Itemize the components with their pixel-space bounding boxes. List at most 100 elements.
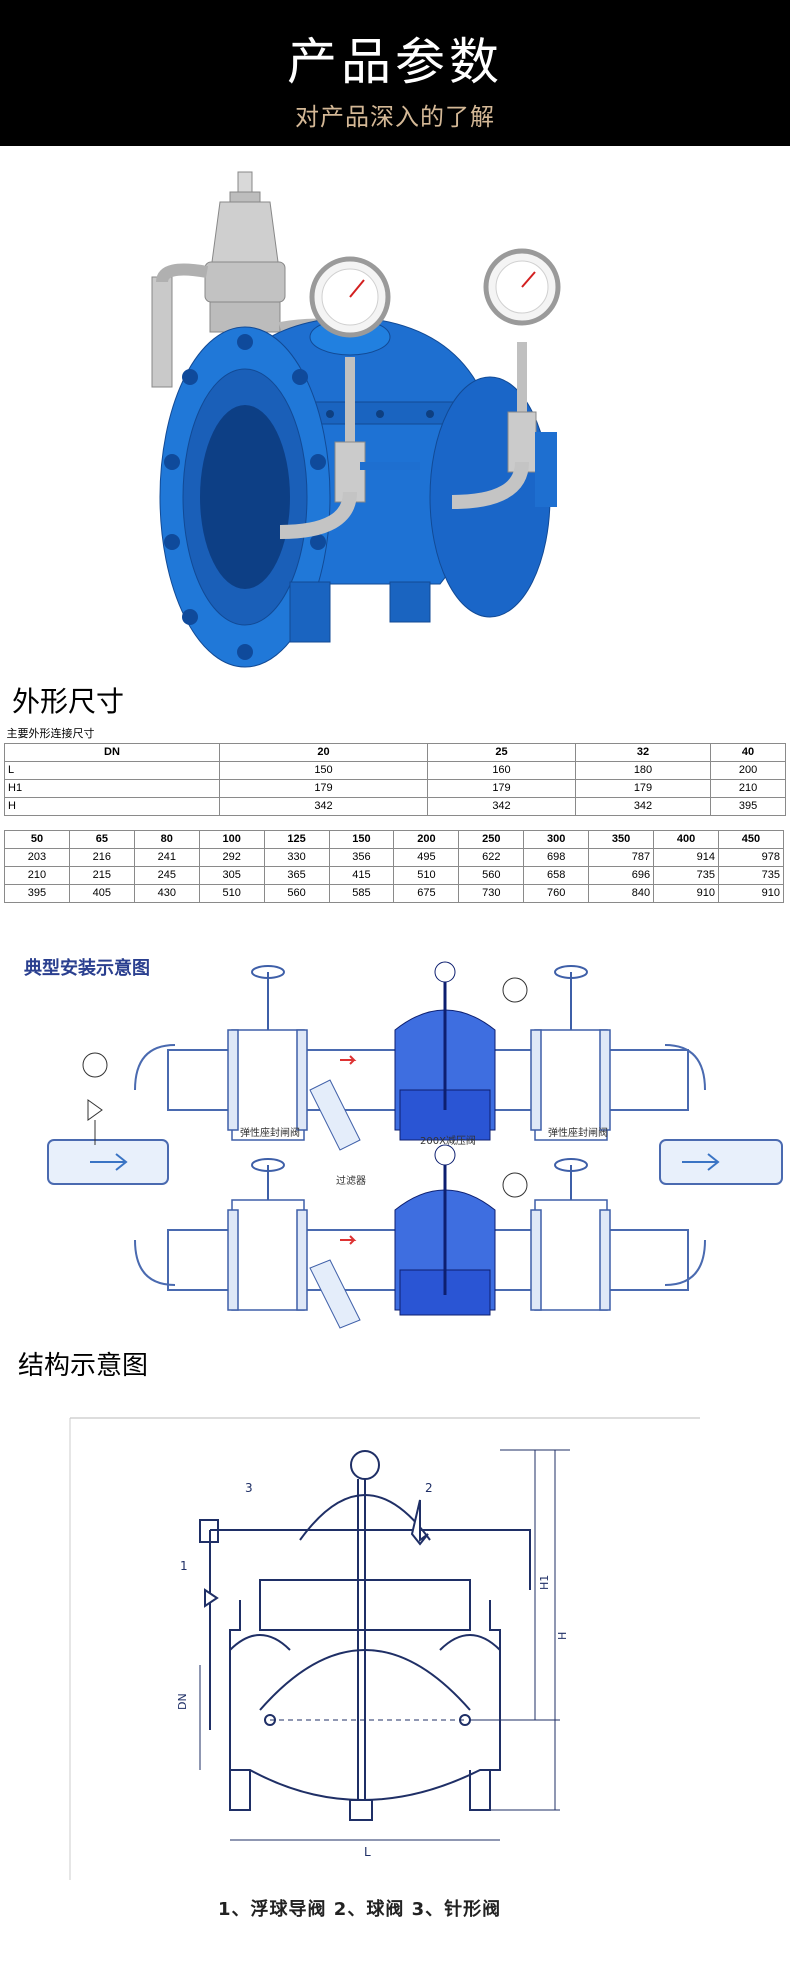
table-cell: 840 <box>588 884 655 903</box>
table-row: L 150 160 180 200 <box>4 761 787 780</box>
table-cell: 735 <box>653 866 719 885</box>
table-cell: 510 <box>393 866 460 885</box>
table-cell: 150 <box>219 761 428 780</box>
header-cell: 150 <box>328 830 395 849</box>
table-cell: 292 <box>198 848 265 867</box>
header-cell: 32 <box>575 743 711 762</box>
dim-dn: DN <box>176 1693 189 1710</box>
table-cell: 415 <box>328 866 395 885</box>
table-row: 203 216 241 292 330 356 495 622 698 787 … <box>4 848 785 867</box>
header-cell: 200 <box>393 830 460 849</box>
label-right-gate-valve: 弹性座封闸阀 <box>548 1128 608 1139</box>
table-cell: 210 <box>709 779 787 798</box>
table-row: H1 179 179 179 210 <box>4 779 787 798</box>
table-cell: 910 <box>653 884 719 903</box>
table-cell: 560 <box>458 866 525 885</box>
table-cell: 675 <box>393 884 460 903</box>
header-cell: 400 <box>653 830 719 849</box>
table-cell: 760 <box>523 884 590 903</box>
table-cell: 210 <box>4 866 70 885</box>
table-cell: 658 <box>523 866 590 885</box>
table-cell: 787 <box>588 848 655 867</box>
table-cell: 910 <box>717 884 785 903</box>
callout-3: 3 <box>245 1481 253 1495</box>
label-left-gate-valve: 弹性座封闸阀 <box>240 1128 300 1139</box>
table-cell: 622 <box>458 848 525 867</box>
table-cell: 495 <box>393 848 460 867</box>
row-label: H1 <box>4 779 220 798</box>
header-cell: 65 <box>68 830 135 849</box>
table-cell: 978 <box>717 848 785 867</box>
dim-h: H <box>556 1632 569 1640</box>
dim-l: L <box>364 1845 371 1859</box>
table-cell: 203 <box>4 848 70 867</box>
header-cell: 20 <box>219 743 428 762</box>
table-cell: 698 <box>523 848 590 867</box>
table-row: 210 215 245 305 365 415 510 560 658 696 … <box>4 866 785 885</box>
header-cell: 125 <box>263 830 330 849</box>
table-cell: 216 <box>68 848 135 867</box>
header-banner: 产品参数 对产品深入的了解 <box>0 0 790 146</box>
label-filter: 过滤器 <box>336 1176 366 1187</box>
table-cell: 430 <box>133 884 200 903</box>
dimension-table-large: 50 65 80 100 125 150 200 250 300 350 400… <box>4 830 785 903</box>
row-label: L <box>4 761 220 780</box>
header-cell: 25 <box>427 743 576 762</box>
installation-diagram <box>47 961 783 1329</box>
table-cell: 342 <box>219 797 428 816</box>
header-cell: 300 <box>523 830 590 849</box>
header-cell: DN <box>4 743 220 762</box>
table-cell: 356 <box>328 848 395 867</box>
dimensions-title: 外形尺寸 <box>12 685 125 718</box>
table-cell: 510 <box>198 884 265 903</box>
table-cell: 365 <box>263 866 330 885</box>
table-row: H 342 342 342 395 <box>4 797 787 816</box>
dim-h1: H1 <box>538 1575 551 1590</box>
header-cell: 80 <box>133 830 200 849</box>
label-reducing-valve: 200X减压阀 <box>420 1136 476 1147</box>
page-title: 产品参数 <box>287 33 503 91</box>
table-cell: 330 <box>263 848 330 867</box>
header-cell: 50 <box>4 830 70 849</box>
table-cell: 179 <box>427 779 576 798</box>
table-cell: 305 <box>198 866 265 885</box>
table-cell: 735 <box>717 866 785 885</box>
header-cell: 350 <box>588 830 655 849</box>
table-row: 395 405 430 510 560 585 675 730 760 840 … <box>4 884 785 903</box>
row-label: H <box>4 797 220 816</box>
header-cell: 40 <box>709 743 787 762</box>
table-cell: 241 <box>133 848 200 867</box>
structure-title: 结构示意图 <box>18 1351 149 1381</box>
table-cell: 200 <box>709 761 787 780</box>
table-cell: 560 <box>263 884 330 903</box>
installation-title: 典型安装示意图 <box>24 958 150 979</box>
table-cell: 179 <box>575 779 711 798</box>
header-cell: 450 <box>717 830 785 849</box>
table-cell: 179 <box>219 779 428 798</box>
header-cell: 250 <box>458 830 525 849</box>
table-cell: 395 <box>4 884 70 903</box>
callout-1: 1 <box>180 1559 188 1573</box>
table-header-row: DN 20 25 32 40 <box>4 743 787 762</box>
table-cell: 160 <box>427 761 576 780</box>
callout-2: 2 <box>425 1481 433 1495</box>
table-cell: 215 <box>68 866 135 885</box>
table-cell: 585 <box>328 884 395 903</box>
table-caption: 主要外形连接尺寸 <box>6 728 95 740</box>
structure-caption: 1、浮球导阀 2、球阀 3、针形阀 <box>218 1899 502 1920</box>
table-cell: 180 <box>575 761 711 780</box>
table-cell: 342 <box>575 797 711 816</box>
header-cell: 100 <box>198 830 265 849</box>
table-header-row: 50 65 80 100 125 150 200 250 300 350 400… <box>4 830 785 849</box>
pressure-reducing-valve-photo <box>151 171 561 668</box>
table-cell: 914 <box>653 848 719 867</box>
structure-diagram: 1 2 3 L DN H1 H <box>69 1417 700 1880</box>
page-subtitle: 对产品深入的了解 <box>295 103 495 131</box>
dimension-table-small: 主要外形连接尺寸 DN 20 25 32 40 L 150 160 180 20… <box>4 726 787 816</box>
table-cell: 342 <box>427 797 576 816</box>
table-cell: 405 <box>68 884 135 903</box>
table-cell: 245 <box>133 866 200 885</box>
table-cell: 395 <box>709 797 787 816</box>
table-cell: 730 <box>458 884 525 903</box>
table-cell: 696 <box>588 866 655 885</box>
